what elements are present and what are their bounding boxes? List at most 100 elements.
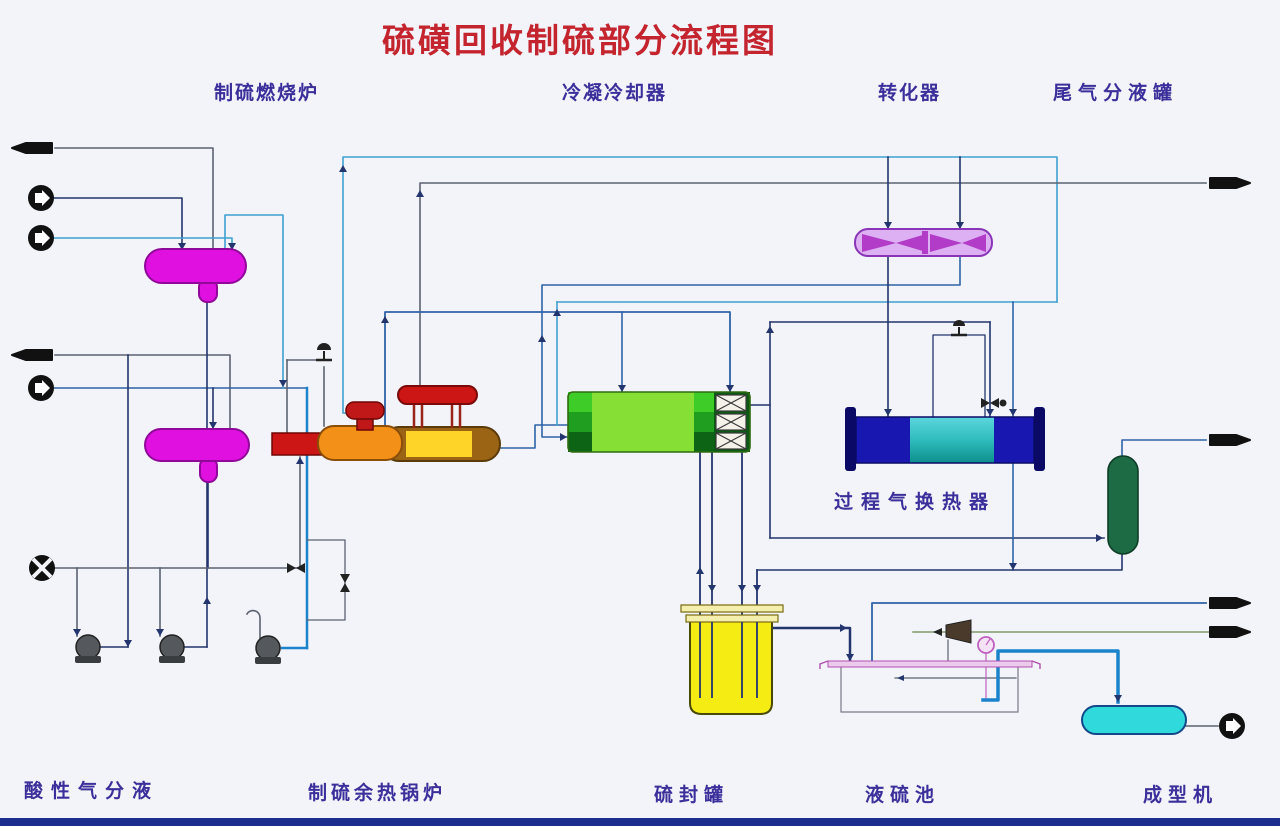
flow-arrowhead	[416, 190, 424, 197]
flow-arrowhead	[1114, 695, 1122, 702]
flow-arrowhead	[696, 567, 704, 574]
flow-arrowhead	[897, 675, 904, 681]
pipe	[54, 354, 231, 430]
stream-arrow-right-steam	[1209, 177, 1251, 189]
condenser-outline	[567, 391, 751, 453]
flow-arrowhead	[884, 409, 892, 416]
seal-tank-body	[689, 619, 773, 715]
label-waste-heat-boiler: 制硫余热锅炉	[308, 782, 447, 804]
tube-sheets	[715, 394, 747, 450]
flow-arrowhead	[726, 385, 734, 392]
process-gas-heat-exchanger	[845, 407, 1045, 471]
diagram-title: 硫磺回收制硫部分流程图	[382, 21, 778, 60]
exchanger-head	[856, 417, 910, 463]
flow-arrowhead	[73, 629, 81, 636]
burner-nozzle-cap	[345, 401, 385, 420]
pump-base	[159, 656, 185, 663]
valve-bowtie-exchanger	[981, 398, 1007, 408]
stream-arrow-left-top	[11, 142, 53, 154]
valve-bowtie-horizontal	[287, 563, 305, 573]
seal-tank-lid	[680, 604, 784, 613]
converter-bed-pattern	[862, 231, 986, 254]
gauge-needle	[985, 638, 991, 646]
flow-arrowhead	[381, 316, 389, 323]
flow-arrowhead	[840, 624, 847, 632]
condenser-pass	[568, 432, 592, 452]
exchanger-shell	[910, 417, 994, 463]
condenser-pass	[568, 412, 592, 432]
boiler-tube-section	[406, 431, 472, 457]
inlet-symbol-1	[28, 185, 54, 211]
stream-arrow-left-mid	[11, 349, 53, 361]
flow-arrowhead	[178, 243, 186, 250]
flow-arrowhead	[618, 385, 626, 392]
drain-symbol	[29, 555, 55, 581]
exchanger-flange	[845, 407, 856, 471]
drum-body	[144, 428, 250, 462]
pump-casing	[255, 635, 281, 661]
seal-tank-lid	[685, 614, 779, 623]
pipe	[54, 147, 214, 250]
pipe	[51, 237, 233, 250]
condenser-cooler	[567, 391, 751, 453]
condenser-pass	[694, 432, 714, 452]
liquid-sulfur-pool	[819, 619, 1041, 713]
pipe	[306, 539, 346, 621]
pipe	[499, 424, 569, 449]
flow-arrowhead	[986, 409, 994, 416]
pool-cover-hooks	[819, 660, 1041, 669]
ejector-arrow	[933, 628, 942, 636]
label-acid-gas-separation: 酸性气分液	[24, 780, 160, 802]
flow-arrowhead	[753, 585, 761, 592]
flow-arrowhead	[738, 585, 746, 592]
stream-arrow-right-ejector	[1209, 626, 1251, 638]
flow-arrowhead	[956, 222, 964, 229]
flow-arrowhead	[884, 222, 892, 229]
pipe	[245, 609, 261, 639]
flow-arrowheads	[73, 165, 1122, 702]
outlet-symbol-forming	[1219, 713, 1245, 739]
exchanger-head	[994, 417, 1034, 463]
pipe	[932, 334, 986, 417]
converter	[854, 228, 993, 257]
flow-arrowhead	[560, 433, 567, 441]
sulfur-furnace-and-boiler	[271, 385, 501, 462]
flow-arrowhead	[1096, 534, 1103, 542]
flow-arrowhead	[766, 326, 774, 333]
stream-arrow-right-vent	[1209, 597, 1251, 609]
acid-gas-separator-drum-1	[144, 248, 247, 303]
label-tail-gas-drum: 尾气分液罐	[1053, 82, 1179, 104]
valve-bowtie-vertical	[340, 574, 350, 592]
label-converter: 转化器	[878, 82, 942, 104]
flow-arrowhead	[209, 422, 217, 429]
pipe	[51, 197, 183, 250]
pump-1	[75, 634, 101, 663]
flow-arrowhead	[124, 640, 132, 647]
process-pipes	[51, 147, 1241, 727]
inlet-symbol-3	[28, 375, 54, 401]
pipe	[541, 256, 961, 438]
flow-arrowhead	[203, 597, 211, 604]
label-process-gas-heat-exchanger: 过程气换热器	[834, 491, 997, 513]
exchanger-outline	[855, 416, 1035, 464]
label-condenser-cooler: 冷凝冷却器	[562, 82, 668, 104]
pump-base	[255, 657, 281, 664]
forming-machine-body	[1081, 705, 1187, 735]
flow-arrowhead	[156, 629, 164, 636]
label-forming-machine: 成型机	[1143, 784, 1219, 806]
flow-arrowhead	[296, 457, 304, 464]
pipe	[871, 602, 1207, 664]
bottom-edge-bar	[0, 818, 1280, 826]
exchanger-flange	[1034, 407, 1045, 471]
flow-arrowhead	[1009, 409, 1017, 416]
furnace-shell	[317, 425, 403, 461]
flow-arrowhead	[708, 585, 716, 592]
inlet-symbol-2	[28, 225, 54, 251]
stream-arrow-right-tailgas	[1209, 434, 1251, 446]
label-liquid-sulfur-pool: 液硫池	[865, 784, 941, 806]
flow-arrowhead	[339, 165, 347, 172]
pump-2	[159, 634, 185, 663]
pipe	[770, 626, 852, 662]
